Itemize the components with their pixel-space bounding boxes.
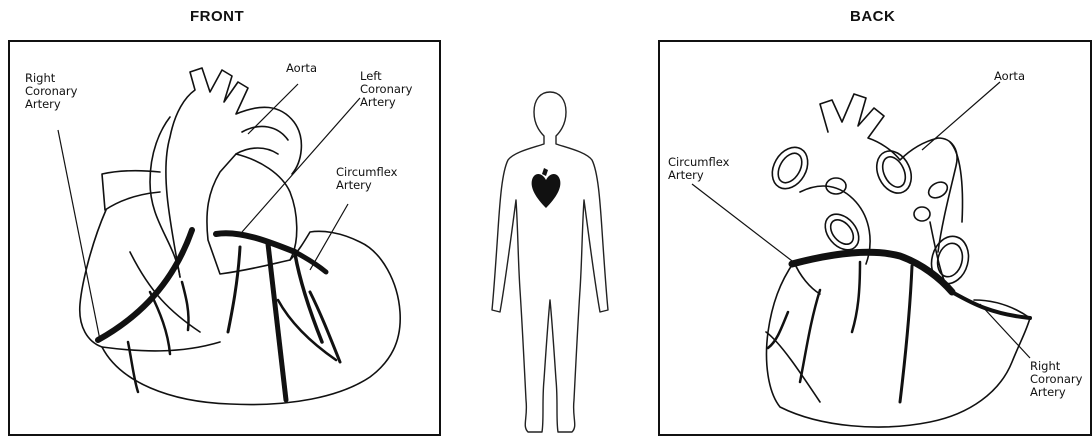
back-heart-illustration [660,42,1092,438]
front-heading: FRONT [190,8,244,25]
back-circumflex-artery [792,252,952,292]
back-right-coronary-artery [952,292,1030,318]
front-aorta-label: Aorta [286,62,317,75]
front-circumflex-leader [310,204,348,270]
front-circumflex-artery-label: Circumflex Artery [336,166,397,192]
back-aorta-outline [820,94,957,252]
back-right-coronary-artery-label: Right Coronary Artery [1030,360,1082,399]
back-circumflex-artery-label: Circumflex Artery [668,156,729,182]
back-aorta-leader [922,82,1000,150]
human-body-silhouette-icon [470,80,630,440]
front-pulmonary-trunk [207,154,297,274]
back-heart-panel: Aorta Circumflex Artery Right Coronary A… [658,40,1092,436]
back-heading: BACK [850,8,895,25]
front-heart-outline [80,210,400,405]
front-heart-panel: Right Coronary Artery Aorta Left Coronar… [8,40,441,436]
front-left-coronary-artery-label: Left Coronary Artery [360,70,412,109]
front-right-coronary-artery [98,230,192,340]
back-aorta-label: Aorta [994,70,1025,83]
back-circumflex-leader [692,184,796,264]
front-aorta-leader [248,84,298,134]
front-right-coronary-artery-label: Right Coronary Artery [25,72,77,111]
front-lad-artery [268,244,286,400]
front-left-coronary-artery [216,233,295,252]
